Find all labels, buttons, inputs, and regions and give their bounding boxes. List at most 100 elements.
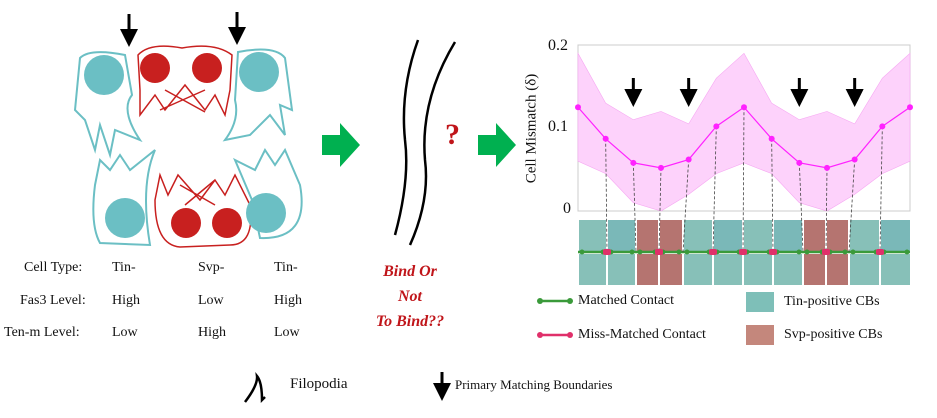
y-tick-label: 0.1 (548, 118, 568, 135)
cell-value: High (274, 293, 302, 308)
cell-value: High (112, 293, 140, 308)
mismatched-contact-point (876, 249, 884, 255)
mismatched-contact-point (822, 249, 830, 255)
chart-legend-marks (537, 292, 774, 345)
cell-tin (850, 254, 879, 285)
tin-nucleus (239, 52, 279, 92)
matched-contact-point (684, 249, 690, 255)
tin-cell-bottom-right (233, 147, 303, 240)
matched-contact-point (579, 249, 585, 255)
matched-contact-point (904, 249, 910, 255)
cell-tin (608, 220, 635, 252)
tin-cell-top-left (73, 51, 143, 159)
cell-cluster (73, 45, 303, 248)
bind-question-line: Not (398, 288, 422, 305)
cell-tin (579, 254, 606, 285)
svp-nucleus (212, 208, 242, 238)
matched-contact-swatch (567, 298, 573, 304)
connector-line (879, 126, 883, 253)
cell-tin (608, 254, 635, 285)
tin-cb-label: Tin-positive CBs (784, 294, 880, 309)
cell-value: Low (112, 325, 138, 340)
cell-value: High (198, 325, 226, 340)
question-mark: ? (445, 118, 460, 151)
data-point (602, 135, 609, 142)
svp-cell-bottom (154, 172, 252, 248)
data-point (741, 104, 747, 111)
green-arrow-icon (322, 123, 360, 167)
mismatched-contact-swatch (567, 332, 573, 338)
matched-contact-point (804, 249, 810, 255)
tin-cell-top-right (222, 48, 294, 142)
svp-nucleus (171, 208, 201, 238)
error-band (577, 52, 911, 212)
cell-value: Low (198, 293, 224, 308)
data-point (851, 156, 858, 163)
data-point (630, 159, 637, 166)
cell-tin (774, 254, 802, 285)
svp-cb-swatch (746, 325, 774, 345)
matched-contact-point (676, 249, 682, 255)
connector-line (605, 138, 608, 253)
mismatch-chart (575, 44, 913, 285)
filopodia-legend-label: Filopodia (290, 376, 348, 392)
y-axis-label: Cell Mismatch (δ) (523, 73, 540, 184)
svp-nucleus (140, 53, 170, 83)
cell-value: Svp- (198, 260, 225, 275)
data-point (658, 164, 664, 171)
connector-line (658, 167, 662, 253)
green-arrow-icon (478, 123, 516, 167)
tin-nucleus (105, 198, 145, 238)
mismatched-contact-point (769, 249, 777, 255)
data-point (685, 156, 692, 163)
matched-contact-point (629, 249, 635, 255)
connector-line (712, 126, 717, 253)
matched-contact-point (842, 249, 848, 255)
cell-tin (579, 220, 606, 252)
cell-tin (881, 220, 910, 252)
connector-line (825, 167, 828, 253)
cell-tin (744, 220, 772, 252)
matched-contact-point (637, 249, 643, 255)
bind-question-line: To Bind?? (375, 313, 445, 330)
data-point (713, 123, 720, 130)
bind-question-line: Bind Or (383, 263, 437, 280)
cell-svp (660, 254, 682, 285)
mismatched-contact-swatch (537, 332, 543, 338)
connector-line (682, 159, 690, 253)
matched-contact-label: Matched Contact (578, 293, 675, 308)
data-point (824, 164, 830, 171)
svp-cell-top (137, 45, 233, 118)
connector-line (848, 159, 856, 253)
cell-tin (684, 254, 712, 285)
matched-contact-point (850, 249, 856, 255)
boundary-arrows (120, 12, 246, 47)
data-point (879, 123, 886, 130)
data-point (907, 104, 913, 111)
filopodia-legend-icon (244, 372, 266, 404)
matched-contact-swatch (537, 298, 543, 304)
cell-svp (804, 254, 825, 285)
tin-cb-swatch (746, 292, 774, 312)
svp-nucleus (192, 53, 222, 83)
filopodia-drawing (393, 39, 457, 246)
mismatched-contact-point (655, 249, 663, 255)
tin-nucleus (246, 193, 286, 233)
cell-tin (774, 220, 802, 252)
mismatched-contact-point (739, 249, 747, 255)
cell-svp (637, 254, 658, 285)
cell-value: Low (274, 325, 300, 340)
row-label: Ten-m Level: (4, 325, 80, 340)
data-point (575, 104, 581, 111)
y-tick-label: 0.2 (548, 37, 568, 54)
row-label: Fas3 Level: (20, 293, 86, 308)
tin-cell-bottom-left (92, 149, 156, 247)
cell-tin (744, 254, 772, 285)
svp-cb-label: Svp-positive CBs (784, 327, 883, 342)
arrow-legend-label: Primary Matching Boundaries (455, 377, 613, 392)
connector-line (742, 107, 745, 253)
mismatched-contact-label: Miss-Matched Contact (578, 327, 706, 342)
cell-svp (827, 220, 848, 252)
